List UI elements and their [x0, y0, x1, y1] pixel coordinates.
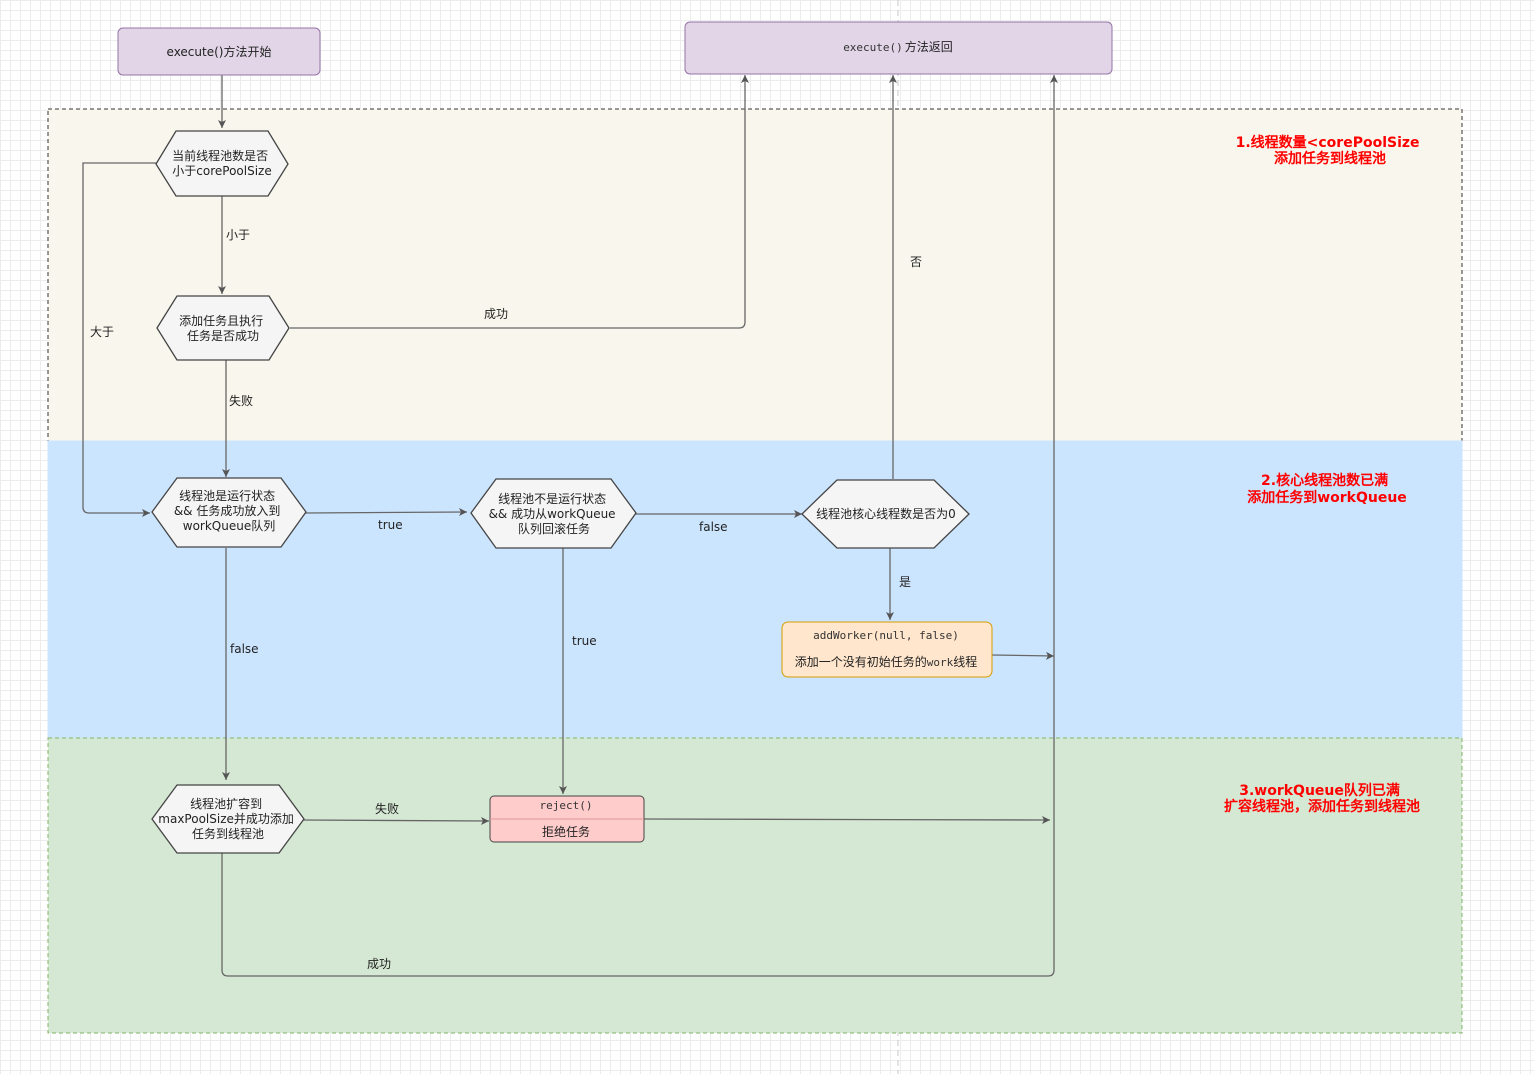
decision-core-threads-zero[interactable]: 线程池核心线程数是否为0	[801, 479, 970, 549]
svg-text:addWorker(null, false): addWorker(null, false)	[813, 629, 959, 642]
zone-1-note: 1.线程数量<corePoolSize 添加任务到线程池	[1236, 134, 1425, 167]
zone-3-note: 3.workQueue队列已满 扩容线程池，添加任务到线程池	[1224, 782, 1420, 815]
edge-label-true-1: true	[378, 518, 403, 532]
svg-text:拒绝任务: 拒绝任务	[542, 824, 590, 839]
decision-not-running-rollback[interactable]: 线程池不是运行状态 && 成功从workQueue 队列回滚任务	[470, 478, 637, 549]
decision-expand-max-pool[interactable]: 线程池扩容到 maxPoolSize并成功添加 任务到线程池	[151, 784, 305, 854]
decision-core-pool-size[interactable]: 当前线程池数是否 小于corePoolSize	[155, 130, 289, 197]
edge-label-yes: 是	[899, 575, 911, 589]
svg-text:线程池不是运行状态 && 成功从workQueu: 线程池不是运行状态 && 成功从workQueue 队列回滚任务	[489, 491, 620, 536]
svg-text:线程池核心线程数是否为0: 线程池核心线程数是否为0	[816, 506, 956, 521]
edge-d3-true-to-d4	[304, 508, 468, 517]
edges	[82, 75, 1058, 977]
svg-text:添加一个没有初始任务的work线程: 添加一个没有初始任务的work线程	[795, 654, 978, 669]
node-reject[interactable]: reject() 拒绝任务	[489, 795, 645, 843]
decision-running-and-queued[interactable]: 线程池是运行状态 && 任务成功放入到 workQueue队列	[151, 477, 307, 548]
edge-label-greater: 大于	[90, 325, 114, 339]
edge-label-fail-2: 失败	[375, 801, 399, 816]
edge-d6-fail-to-reject	[302, 816, 490, 825]
edge-label-success-2: 成功	[367, 957, 391, 971]
node-execute-start[interactable]: execute()方法开始	[117, 27, 321, 76]
zone-2-note: 2.核心线程池数已满 添加任务到workQueue	[1247, 472, 1407, 506]
svg-text:线程池扩容到 maxPoolSize并成功添加: 线程池扩容到 maxPoolSize并成功添加 任务到线程池	[158, 796, 297, 841]
edge-label-success-1: 成功	[484, 307, 508, 321]
edge-label-false-2: false	[230, 642, 259, 656]
node-add-worker[interactable]: addWorker(null, false) 添加一个没有初始任务的work线程	[781, 621, 993, 678]
svg-text:当前线程池数是否 小于corePoolSize: 当前线程池数是否 小于corePoolSize	[172, 148, 272, 178]
edge-label-less: 小于	[226, 228, 250, 242]
svg-text:execute()方法返回: execute()方法返回	[843, 39, 953, 54]
edge-d6-success-to-end	[221, 75, 1058, 977]
svg-text:添加任务且执行 任务是否成功: 添加任务且执行 任务是否成功	[179, 313, 267, 343]
edge-d1-greater-to-d3	[82, 162, 156, 517]
svg-text:reject(): reject()	[540, 799, 593, 812]
node-execute-return[interactable]: execute()方法返回	[684, 21, 1113, 75]
decision-add-task-success[interactable]: 添加任务且执行 任务是否成功	[156, 295, 290, 361]
edge-label-fail-1: 失败	[229, 393, 253, 408]
zone-3-max-pool	[47, 737, 1463, 1034]
edge-label-no: 否	[910, 255, 922, 269]
edge-reject-to-return-line	[643, 815, 1051, 824]
svg-text:execute()方法开始: execute()方法开始	[167, 44, 272, 59]
edge-d2-success-to-end	[290, 75, 749, 329]
edge-label-true-2: true	[572, 634, 597, 648]
edge-addworker-to-return-line	[991, 651, 1055, 660]
svg-text:线程池是运行状态 && 任务成功放入到: 线程池是运行状态 && 任务成功放入到 workQueue队列	[174, 488, 284, 533]
edge-label-false-1: false	[699, 520, 728, 534]
